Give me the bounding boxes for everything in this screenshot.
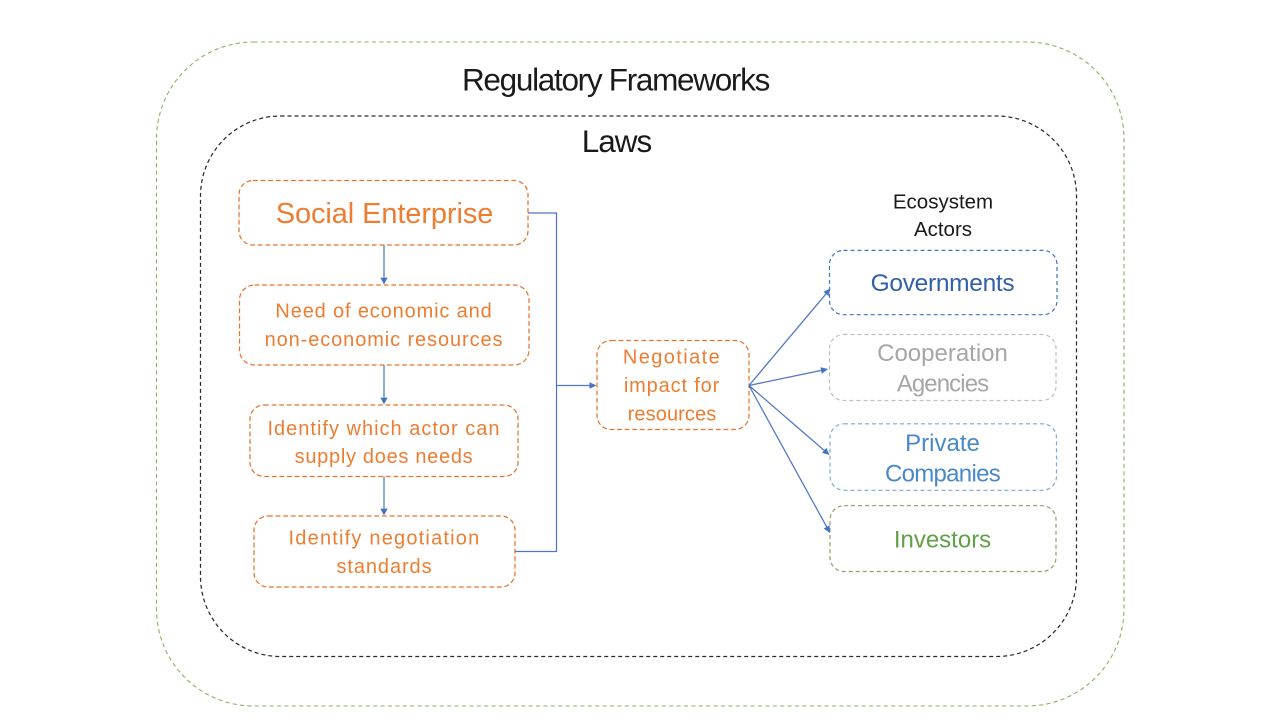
svg-text:standards: standards bbox=[337, 556, 433, 578]
svg-text:Social Enterprise: Social Enterprise bbox=[276, 198, 494, 230]
svg-text:resources: resources bbox=[628, 404, 717, 426]
svg-text:Actors: Actors bbox=[914, 218, 972, 241]
svg-text:Private: Private bbox=[905, 430, 980, 457]
svg-text:non-economic resources: non-economic resources bbox=[265, 329, 504, 351]
svg-text:Identify which actor can: Identify which actor can bbox=[268, 418, 501, 440]
svg-text:Agencies: Agencies bbox=[897, 371, 989, 398]
svg-text:Need of economic and: Need of economic and bbox=[275, 301, 492, 323]
svg-text:Governments: Governments bbox=[871, 270, 1015, 297]
svg-text:Regulatory Frameworks: Regulatory Frameworks bbox=[462, 62, 770, 98]
svg-text:Investors: Investors bbox=[894, 527, 991, 554]
svg-text:Ecosystem: Ecosystem bbox=[893, 191, 993, 214]
svg-text:impact for: impact for bbox=[624, 375, 720, 397]
svg-text:Companies: Companies bbox=[885, 461, 1001, 488]
svg-text:Cooperation: Cooperation bbox=[877, 340, 1008, 367]
svg-text:Identify negotiation: Identify negotiation bbox=[289, 528, 481, 550]
svg-text:supply does needs: supply does needs bbox=[295, 446, 474, 468]
svg-text:Negotiate: Negotiate bbox=[623, 347, 721, 369]
svg-text:Laws: Laws bbox=[582, 123, 652, 159]
